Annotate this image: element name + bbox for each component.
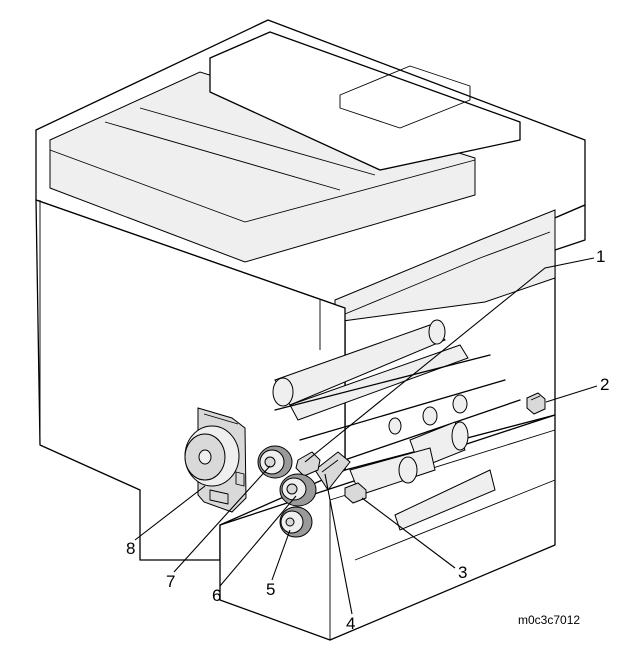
callout-5: 5 — [266, 580, 275, 599]
callout-labels: 1 2 3 4 5 6 7 8 — [126, 247, 609, 633]
callout-3: 3 — [458, 563, 467, 582]
leader-lines — [134, 257, 598, 615]
part-6-gear — [279, 473, 317, 507]
part-4-plate — [314, 451, 351, 491]
roller-assembly — [272, 319, 521, 496]
part-2-bracket — [526, 392, 546, 415]
part-1-holder — [295, 451, 321, 477]
part-8-motor — [184, 407, 247, 513]
callout-2: 2 — [600, 375, 609, 394]
figure-code: m0c3c7012 — [518, 613, 580, 627]
callout-4: 4 — [346, 614, 355, 633]
callout-1: 1 — [596, 247, 605, 266]
machine-body — [35, 19, 586, 641]
callout-7: 7 — [166, 572, 175, 591]
callout-6: 6 — [212, 586, 221, 605]
callout-8: 8 — [126, 539, 135, 558]
part-5-gear — [279, 506, 313, 538]
part-3-sensor — [344, 482, 367, 504]
